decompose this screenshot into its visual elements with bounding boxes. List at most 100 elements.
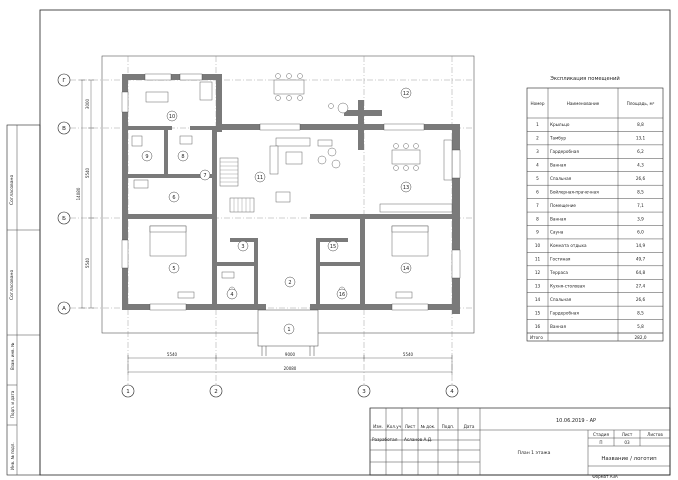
stage-value: П xyxy=(599,440,602,445)
room-number-2: 2 xyxy=(288,280,291,286)
room-number-8: 8 xyxy=(181,154,184,160)
sheet-header: Лист xyxy=(622,432,633,437)
explication-header-area: Площадь, м² xyxy=(627,101,655,106)
explication-row-area: 13,1 xyxy=(636,136,646,141)
explication-row-number: 1 xyxy=(536,122,539,127)
dim-bottom-total: 20080 xyxy=(284,366,297,371)
explication-row-area: 26,6 xyxy=(636,297,646,302)
explication-row-area: 49,7 xyxy=(636,257,646,262)
role-label: Разработал xyxy=(372,437,398,442)
explication-row-number: 7 xyxy=(536,203,539,208)
doc-code: 10.06.2019 - АР xyxy=(556,418,596,424)
explication-row-name: Ванная xyxy=(550,324,566,329)
explication-row-area: 8,5 xyxy=(637,310,644,315)
explication-row-area: 6,2 xyxy=(637,149,644,154)
room-labels: 1 2 3 4 5 6 7 8 9 10 11 12 13 14 15 16 xyxy=(141,87,412,335)
explication-row-name: Комната отдыха xyxy=(550,243,587,248)
explication-row-name: Спальная xyxy=(550,176,572,181)
col-header-kol: Кол.уч xyxy=(387,424,402,429)
explication-row-area: 3,9 xyxy=(637,216,644,221)
explication-row-number: 6 xyxy=(536,189,539,194)
axis-letter-b: Б xyxy=(62,216,66,222)
stage-header: Стадия xyxy=(593,432,610,437)
sheet-format: Формат А3А xyxy=(592,474,618,479)
explication-row-number: 16 xyxy=(535,324,541,329)
explication-row-area: 14,9 xyxy=(636,243,646,248)
dim-left-1: 3000 xyxy=(85,98,90,109)
room-number-12: 12 xyxy=(403,91,409,97)
explication-row-name: Гостиная xyxy=(550,257,571,262)
axis-letters: Г В Б А xyxy=(57,73,71,315)
explication-row-area: 26,6 xyxy=(636,176,646,181)
explication-table: Экспликация помещений Номер Наименование… xyxy=(526,75,664,342)
explication-row-name: Ванная xyxy=(550,216,566,221)
axis-number-1: 1 xyxy=(126,389,130,395)
axis-numbers: 1 2 3 4 xyxy=(121,384,459,398)
explication-row-name: Помещение xyxy=(550,203,576,208)
explication-row-area: 27,4 xyxy=(636,283,646,288)
dim-bottom-2: 9000 xyxy=(285,352,296,357)
col-header-list: Лист xyxy=(405,424,416,429)
axis-letter-v: В xyxy=(62,126,66,132)
author-name: Асланов А.Д. xyxy=(404,437,432,442)
dim-left-3: 5540 xyxy=(85,257,90,268)
col-header-izm: Изм. xyxy=(373,424,383,429)
explication-row-number: 3 xyxy=(536,149,539,154)
explication-row-number: 15 xyxy=(535,310,541,315)
side-label-sign: Подп. и дата xyxy=(10,390,15,418)
room-number-14: 14 xyxy=(403,266,409,272)
explication-row-area: 5,8 xyxy=(637,324,644,329)
company-name: Название / логотип xyxy=(601,456,657,462)
explication-row-name: Терраса xyxy=(549,270,568,275)
explication-total-value: 282,0 xyxy=(635,335,647,340)
side-label-approved-2: Согласовано xyxy=(9,270,15,300)
explication-row-name: Гардеробная xyxy=(550,310,579,315)
explication-row-name: Спальная xyxy=(550,297,572,302)
explication-row-area: 8,8 xyxy=(637,122,644,127)
col-header-date: Дата xyxy=(464,424,475,429)
room-number-3: 3 xyxy=(241,244,244,250)
furniture xyxy=(131,73,453,299)
dim-left-total: 14080 xyxy=(76,187,81,200)
sheet-number: 03 xyxy=(624,440,630,445)
side-label-inv: Инв. № подл. xyxy=(10,442,15,470)
explication-row-area: 6,0 xyxy=(637,230,644,235)
room-number-9: 9 xyxy=(145,154,148,160)
floor-plan-walls xyxy=(122,74,460,314)
room-number-11: 11 xyxy=(257,175,263,181)
axis-number-3: 3 xyxy=(362,389,366,395)
explication-row-name: Крыльцо xyxy=(550,122,570,127)
room-number-7: 7 xyxy=(203,173,206,179)
explication-row-name: Бойлерная-прачечная xyxy=(550,189,599,194)
side-stamp: Согласовано Взам. инв. № Подп. и дата Ин… xyxy=(6,124,41,476)
explication-header-number: Номер xyxy=(530,101,544,106)
explication-row-number: 5 xyxy=(536,176,539,181)
dim-left-2: 5540 xyxy=(85,167,90,178)
room-number-13: 13 xyxy=(403,185,409,191)
explication-row-number: 11 xyxy=(535,257,541,262)
explication-row-number: 8 xyxy=(536,216,539,221)
axis-letter-a: А xyxy=(62,306,66,312)
explication-row-name: Ванная xyxy=(550,163,566,168)
explication-row-area: 4,3 xyxy=(637,163,644,168)
explication-row-area: 7,1 xyxy=(637,203,644,208)
room-number-5: 5 xyxy=(172,266,175,272)
explication-row-name: Гардеробная xyxy=(550,149,579,154)
explication-title: Экспликация помещений xyxy=(550,75,620,82)
side-label-approved: Согласовано xyxy=(9,175,15,205)
explication-row-area: 8,5 xyxy=(637,189,644,194)
dim-bottom-3: 5540 xyxy=(403,352,414,357)
explication-row-number: 4 xyxy=(536,163,539,168)
sheet-title: План 1 этажа xyxy=(517,450,550,456)
explication-row-name: Тамбур xyxy=(549,136,566,141)
room-number-1: 1 xyxy=(287,327,290,333)
explication-row-name: Сауна xyxy=(550,230,564,235)
explication-row-area: 64,8 xyxy=(636,270,646,275)
title-block: 10.06.2019 - АР Изм. Кол.уч Лист № док. … xyxy=(369,407,671,479)
bottom-dimensions: 5540 9000 5540 20080 xyxy=(127,352,453,375)
explication-row-number: 10 xyxy=(535,243,541,248)
dim-bottom-1: 5540 xyxy=(167,352,178,357)
room-number-15: 15 xyxy=(330,244,336,250)
explication-row-name: Кухня-столовая xyxy=(550,283,585,288)
